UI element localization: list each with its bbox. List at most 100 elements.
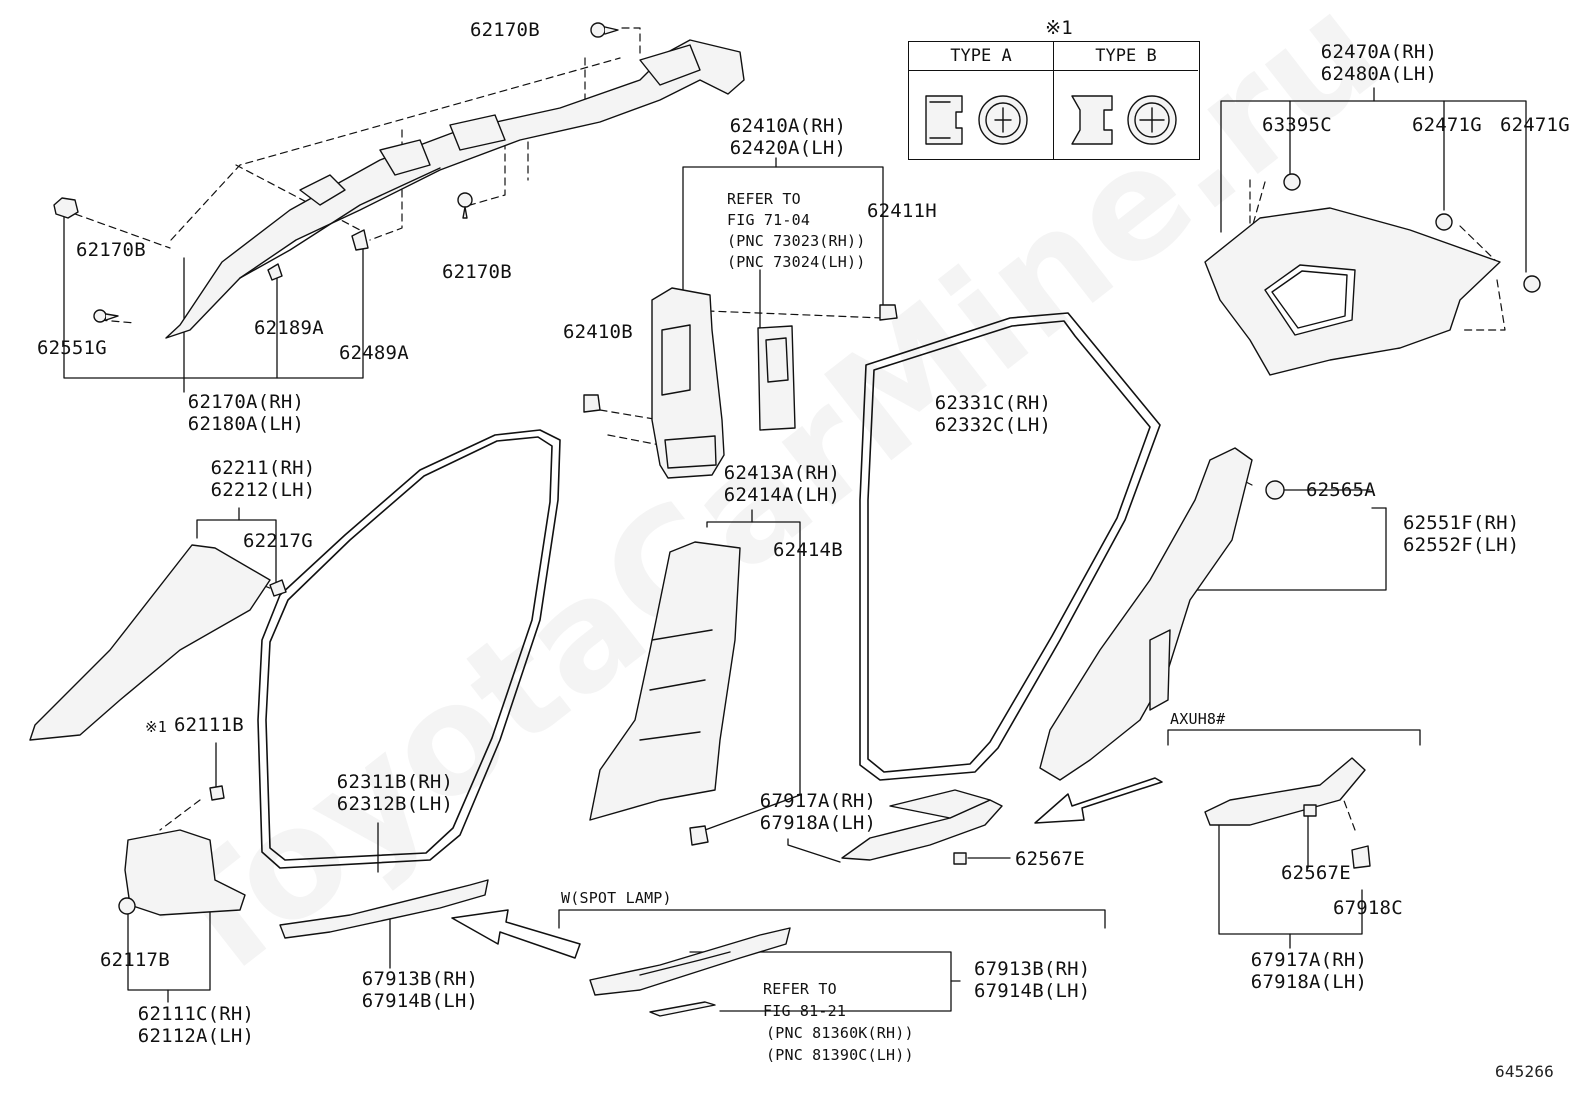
- label-62567E-rear[interactable]: 62567E: [1015, 848, 1085, 870]
- label-62312B[interactable]: 62312B(LH): [336, 793, 454, 815]
- screw-62170B-mid: [457, 192, 473, 219]
- label-67914B-front[interactable]: 67914B(LH): [361, 990, 479, 1012]
- clip-62410B: [583, 394, 601, 413]
- label-62414B[interactable]: 62414B: [773, 539, 843, 561]
- part-roof-side-rail: [165, 39, 745, 339]
- label-67917A-axuh8[interactable]: 67917A(RH): [1250, 949, 1368, 971]
- label-62471G-b[interactable]: 62471G: [1500, 114, 1570, 136]
- label-62112A[interactable]: 62112A(LH): [137, 1025, 255, 1047]
- label-62552F[interactable]: 62552F(LH): [1403, 534, 1520, 556]
- label-62551G[interactable]: 62551G: [37, 337, 107, 359]
- refer-71-04-line3: (PNC 73023(RH)): [727, 232, 866, 250]
- part-rear-quarter-trim: [1204, 207, 1501, 376]
- part-center-pillar-lower: [589, 541, 741, 821]
- clip-62567E: [953, 804, 1317, 865]
- label-62332C[interactable]: 62332C(LH): [934, 414, 1052, 436]
- clip-62489A: [351, 229, 369, 251]
- part-front-door-weatherstrip: [257, 429, 561, 869]
- screw-62170B-top: [590, 22, 619, 38]
- label-62489A[interactable]: 62489A: [339, 342, 409, 364]
- refer-71-04-line2[interactable]: FIG 71-04: [727, 211, 811, 229]
- clip-62551G: [53, 197, 79, 219]
- label-62189A[interactable]: 62189A: [254, 317, 324, 339]
- legend-divider: [1053, 42, 1054, 159]
- label-62567E-axuh8[interactable]: 62567E: [1281, 862, 1351, 884]
- label-62470A[interactable]: 62470A(RH): [1320, 41, 1438, 63]
- refer-71-04-line1: REFER TO: [727, 190, 801, 208]
- label-62170B-top[interactable]: 62170B: [470, 19, 540, 41]
- part-axuh8-scuff-plate: [1204, 757, 1366, 826]
- arrow-rear-scuff: [1034, 777, 1163, 824]
- clip-62111B: [209, 785, 225, 801]
- clip-62411H: [879, 304, 898, 321]
- label-67914B-spot[interactable]: 67914B(LH): [974, 980, 1091, 1002]
- clip-62414B: [689, 825, 709, 846]
- label-62331C[interactable]: 62331C(RH): [934, 392, 1052, 414]
- arrow-front-scuff: [451, 909, 581, 959]
- clips-62470A: [1283, 173, 1541, 293]
- label-62170B-left[interactable]: 62170B: [76, 239, 146, 261]
- part-rear-pillar-garnish: [1039, 447, 1253, 781]
- label-62111C[interactable]: 62111C(RH): [137, 1003, 255, 1025]
- part-rear-door-weatherstrip: [859, 312, 1161, 781]
- label-62170A[interactable]: 62170A(RH): [187, 391, 305, 413]
- clip-67918C: [1351, 845, 1371, 869]
- label-62565A[interactable]: 62565A: [1306, 479, 1376, 501]
- screw-62170B-left: [93, 309, 119, 323]
- label-axuh8: AXUH8#: [1170, 710, 1226, 728]
- label-62311B[interactable]: 62311B(RH): [336, 771, 454, 793]
- refer-81-21-line4: (PNC 81390C(LH)): [766, 1046, 914, 1064]
- refer-71-04-line4: (PNC 73024(LH)): [727, 253, 866, 271]
- label-62480A[interactable]: 62480A(LH): [1320, 63, 1438, 85]
- refer-81-21-line3: (PNC 81360K(RH)): [766, 1024, 914, 1042]
- part-spot-lamp-wire: [649, 1001, 716, 1017]
- part-cowl-side-trim: [124, 829, 246, 916]
- label-62410B[interactable]: 62410B: [563, 321, 633, 343]
- label-62111B[interactable]: 62111B: [174, 714, 244, 736]
- type-a-header: TYPE A: [909, 42, 1054, 71]
- part-center-pillar-upper: [651, 287, 725, 479]
- clip-62565A: [1265, 480, 1285, 500]
- part-front-pillar-garnish: [29, 544, 271, 741]
- label-62217G[interactable]: 62217G: [243, 530, 313, 552]
- type-legend-box: TYPE A TYPE B: [908, 41, 1200, 160]
- label-62180A[interactable]: 62180A(LH): [187, 413, 305, 435]
- type-b-icons: [1071, 95, 1177, 145]
- part-front-scuff-plate: [279, 879, 489, 939]
- label-62471G-a[interactable]: 62471G: [1412, 114, 1482, 136]
- type-b-header: TYPE B: [1054, 42, 1198, 71]
- part-rear-scuff-plate: [841, 789, 1003, 861]
- label-62411H[interactable]: 62411H: [867, 200, 937, 222]
- clip-62217G: [269, 579, 287, 597]
- part-seatbelt-adjuster: [757, 325, 796, 431]
- legend-mark: ※1: [1045, 17, 1073, 39]
- label-62410A[interactable]: 62410A(RH): [729, 115, 847, 137]
- figure-id: 645266: [1495, 1062, 1554, 1081]
- refer-81-21-line1: REFER TO: [763, 980, 837, 998]
- label-62111B-mark: ※1: [145, 718, 167, 736]
- label-67918A-rear[interactable]: 67918A(LH): [759, 812, 877, 834]
- label-62413A[interactable]: 62413A(RH): [723, 462, 841, 484]
- part-spot-lamp-scuff-plate: [589, 927, 791, 996]
- label-67918A-axuh8[interactable]: 67918A(LH): [1250, 971, 1368, 993]
- label-62212[interactable]: 62212(LH): [210, 479, 316, 501]
- label-62211[interactable]: 62211(RH): [210, 457, 316, 479]
- leader-lines: [63, 87, 1527, 1012]
- type-a-icons: [925, 95, 1028, 145]
- label-67913B-spot[interactable]: 67913B(RH): [974, 958, 1091, 980]
- label-62117B[interactable]: 62117B: [100, 949, 170, 971]
- clip-62117B: [118, 897, 136, 915]
- clip-62189A: [267, 263, 283, 281]
- label-67917A-rear[interactable]: 67917A(RH): [759, 790, 877, 812]
- label-67918C[interactable]: 67918C: [1333, 897, 1403, 919]
- label-67913B-front[interactable]: 67913B(RH): [361, 968, 479, 990]
- label-62170B-mid[interactable]: 62170B: [442, 261, 512, 283]
- label-spot-lamp: W(SPOT LAMP): [561, 889, 672, 907]
- refer-81-21-line2[interactable]: FIG 81-21: [763, 1002, 847, 1020]
- label-62414A[interactable]: 62414A(LH): [723, 484, 841, 506]
- label-63395C[interactable]: 63395C: [1262, 114, 1332, 136]
- label-62420A[interactable]: 62420A(LH): [729, 137, 847, 159]
- label-62551F[interactable]: 62551F(RH): [1403, 512, 1520, 534]
